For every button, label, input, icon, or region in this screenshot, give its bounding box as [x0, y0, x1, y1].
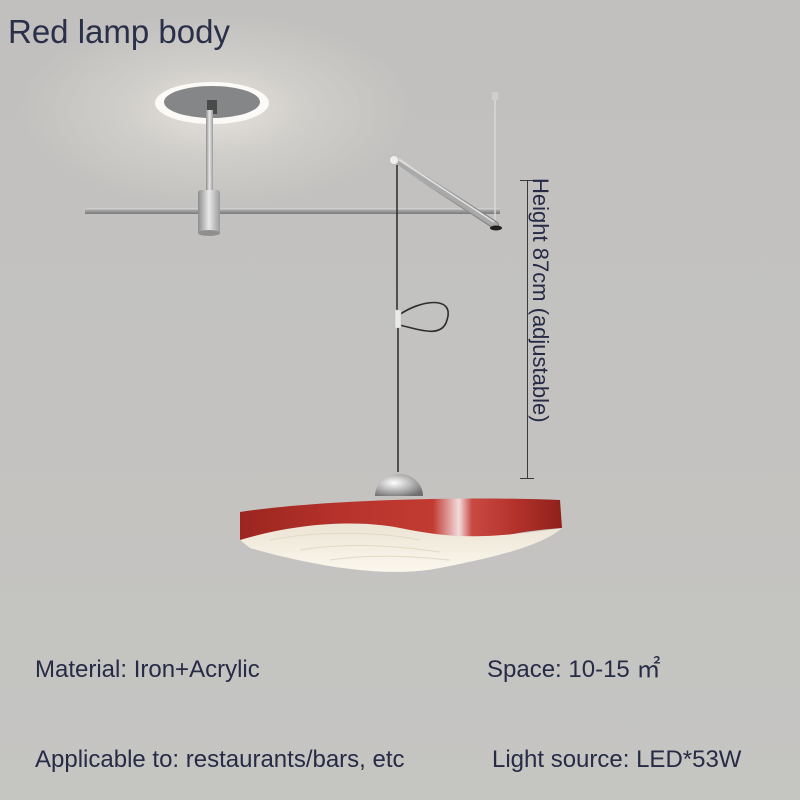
horizontal-bar	[85, 208, 500, 214]
spec-material: Material: Iron+Acrylic	[35, 656, 260, 683]
spec-light-source: Light source: LED*53W	[492, 746, 742, 773]
ceiling-canopy	[155, 82, 269, 124]
joint-cylinder	[198, 190, 220, 234]
spec-applicable: Applicable to: restaurants/bars, etc	[35, 746, 405, 773]
dimension-cap-top	[520, 180, 534, 181]
height-dimension-label: Height 87cm (adjustable)	[528, 178, 553, 423]
spec-space: Space: 10-15 ㎡	[487, 656, 661, 683]
vertical-stem	[206, 110, 213, 192]
red-lamp-shade	[240, 498, 562, 572]
page-title: Red lamp body	[8, 13, 230, 50]
cord-loop	[398, 301, 449, 333]
dimension-line	[527, 180, 528, 478]
chrome-ball	[375, 474, 423, 496]
dimension-cap-bottom	[520, 478, 534, 479]
